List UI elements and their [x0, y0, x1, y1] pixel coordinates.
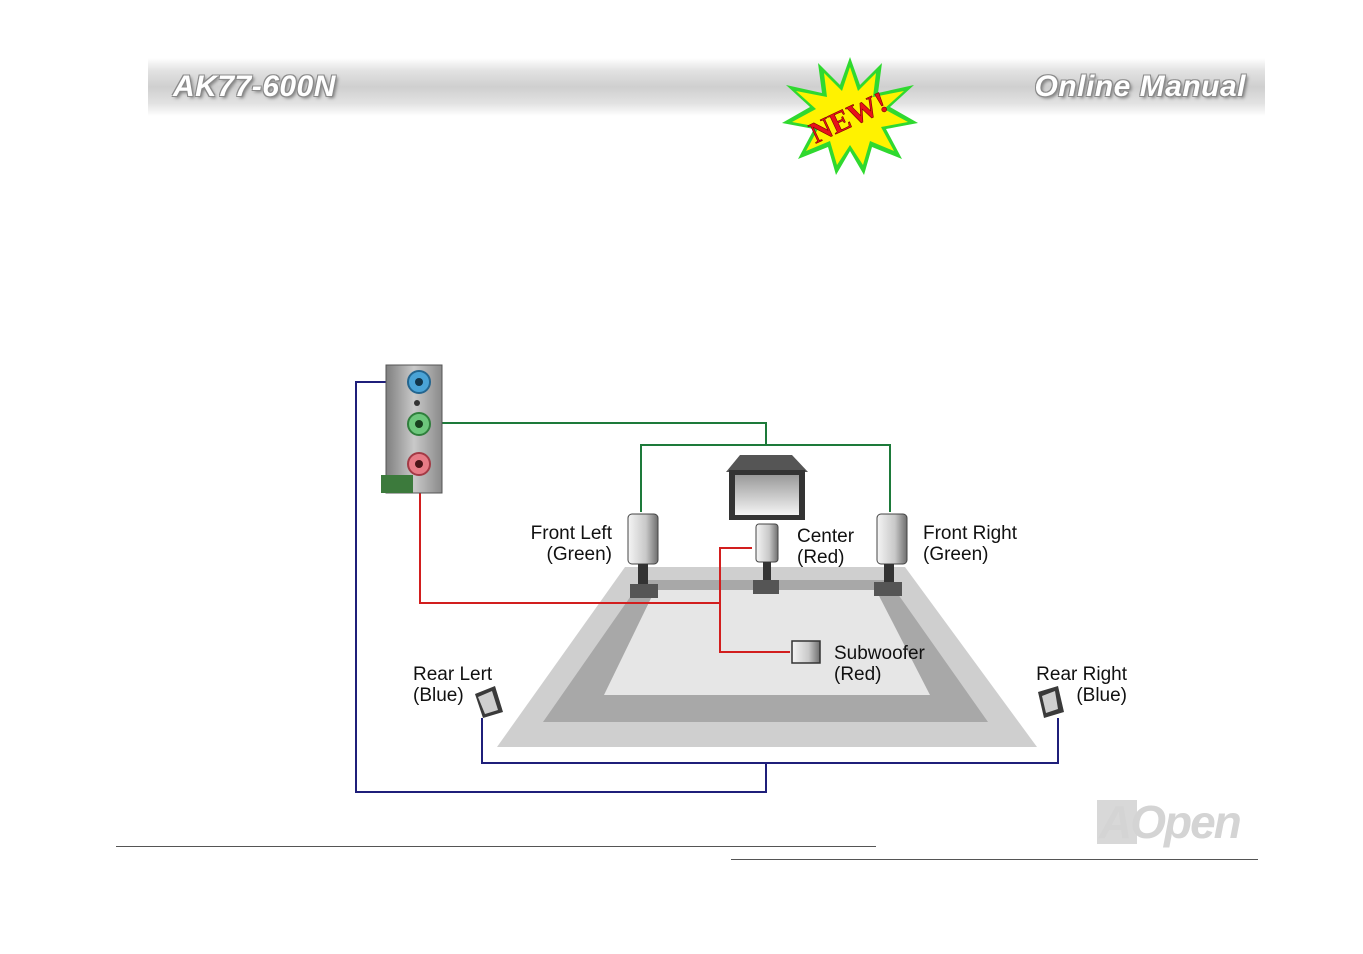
rear-left-speaker-icon	[475, 686, 503, 718]
front-left-speaker-icon	[627, 513, 659, 598]
front-left-color: (Green)	[547, 544, 612, 565]
rear-right-label: Rear Right	[1036, 664, 1128, 685]
aopen-logo-mark	[1097, 800, 1137, 844]
footer-divider-left	[116, 846, 876, 847]
floor-inner	[604, 590, 930, 695]
manual-title: Online Manual	[1034, 70, 1246, 103]
monitor-icon	[726, 455, 808, 520]
front-left-label: Front Left	[531, 523, 613, 544]
aopen-logo: AOpen	[1099, 796, 1242, 848]
center-label: Center	[797, 526, 855, 547]
rear-left-label: Rear Lert	[413, 664, 493, 685]
front-right-color: (Green)	[923, 544, 988, 565]
green-wire-split	[640, 444, 891, 512]
subwoofer-icon	[791, 640, 821, 664]
front-right-label: Front Right	[923, 523, 1018, 544]
blue-wire	[355, 381, 767, 793]
audio-jack-panel	[381, 364, 443, 494]
blue-wire-right	[766, 718, 1059, 764]
new-badge-starburst-inner	[792, 67, 908, 165]
rear-right-speaker-icon	[1038, 686, 1064, 718]
center-color: (Red)	[797, 547, 845, 568]
rear-right-color: (Blue)	[1076, 685, 1127, 706]
header-band	[148, 58, 1265, 116]
center-speaker-icon	[753, 523, 779, 594]
green-wire	[432, 422, 767, 445]
red-wire-sub	[719, 603, 790, 653]
footer-divider-right	[731, 859, 1258, 860]
rear-left-color: (Blue)	[413, 685, 464, 706]
new-badge: NEW!	[782, 57, 918, 175]
subwoofer-label: Subwoofer	[834, 643, 926, 664]
doc-title: AK77-600N	[173, 70, 336, 103]
subwoofer-color: (Red)	[834, 664, 882, 685]
front-right-speaker-icon	[874, 513, 908, 596]
